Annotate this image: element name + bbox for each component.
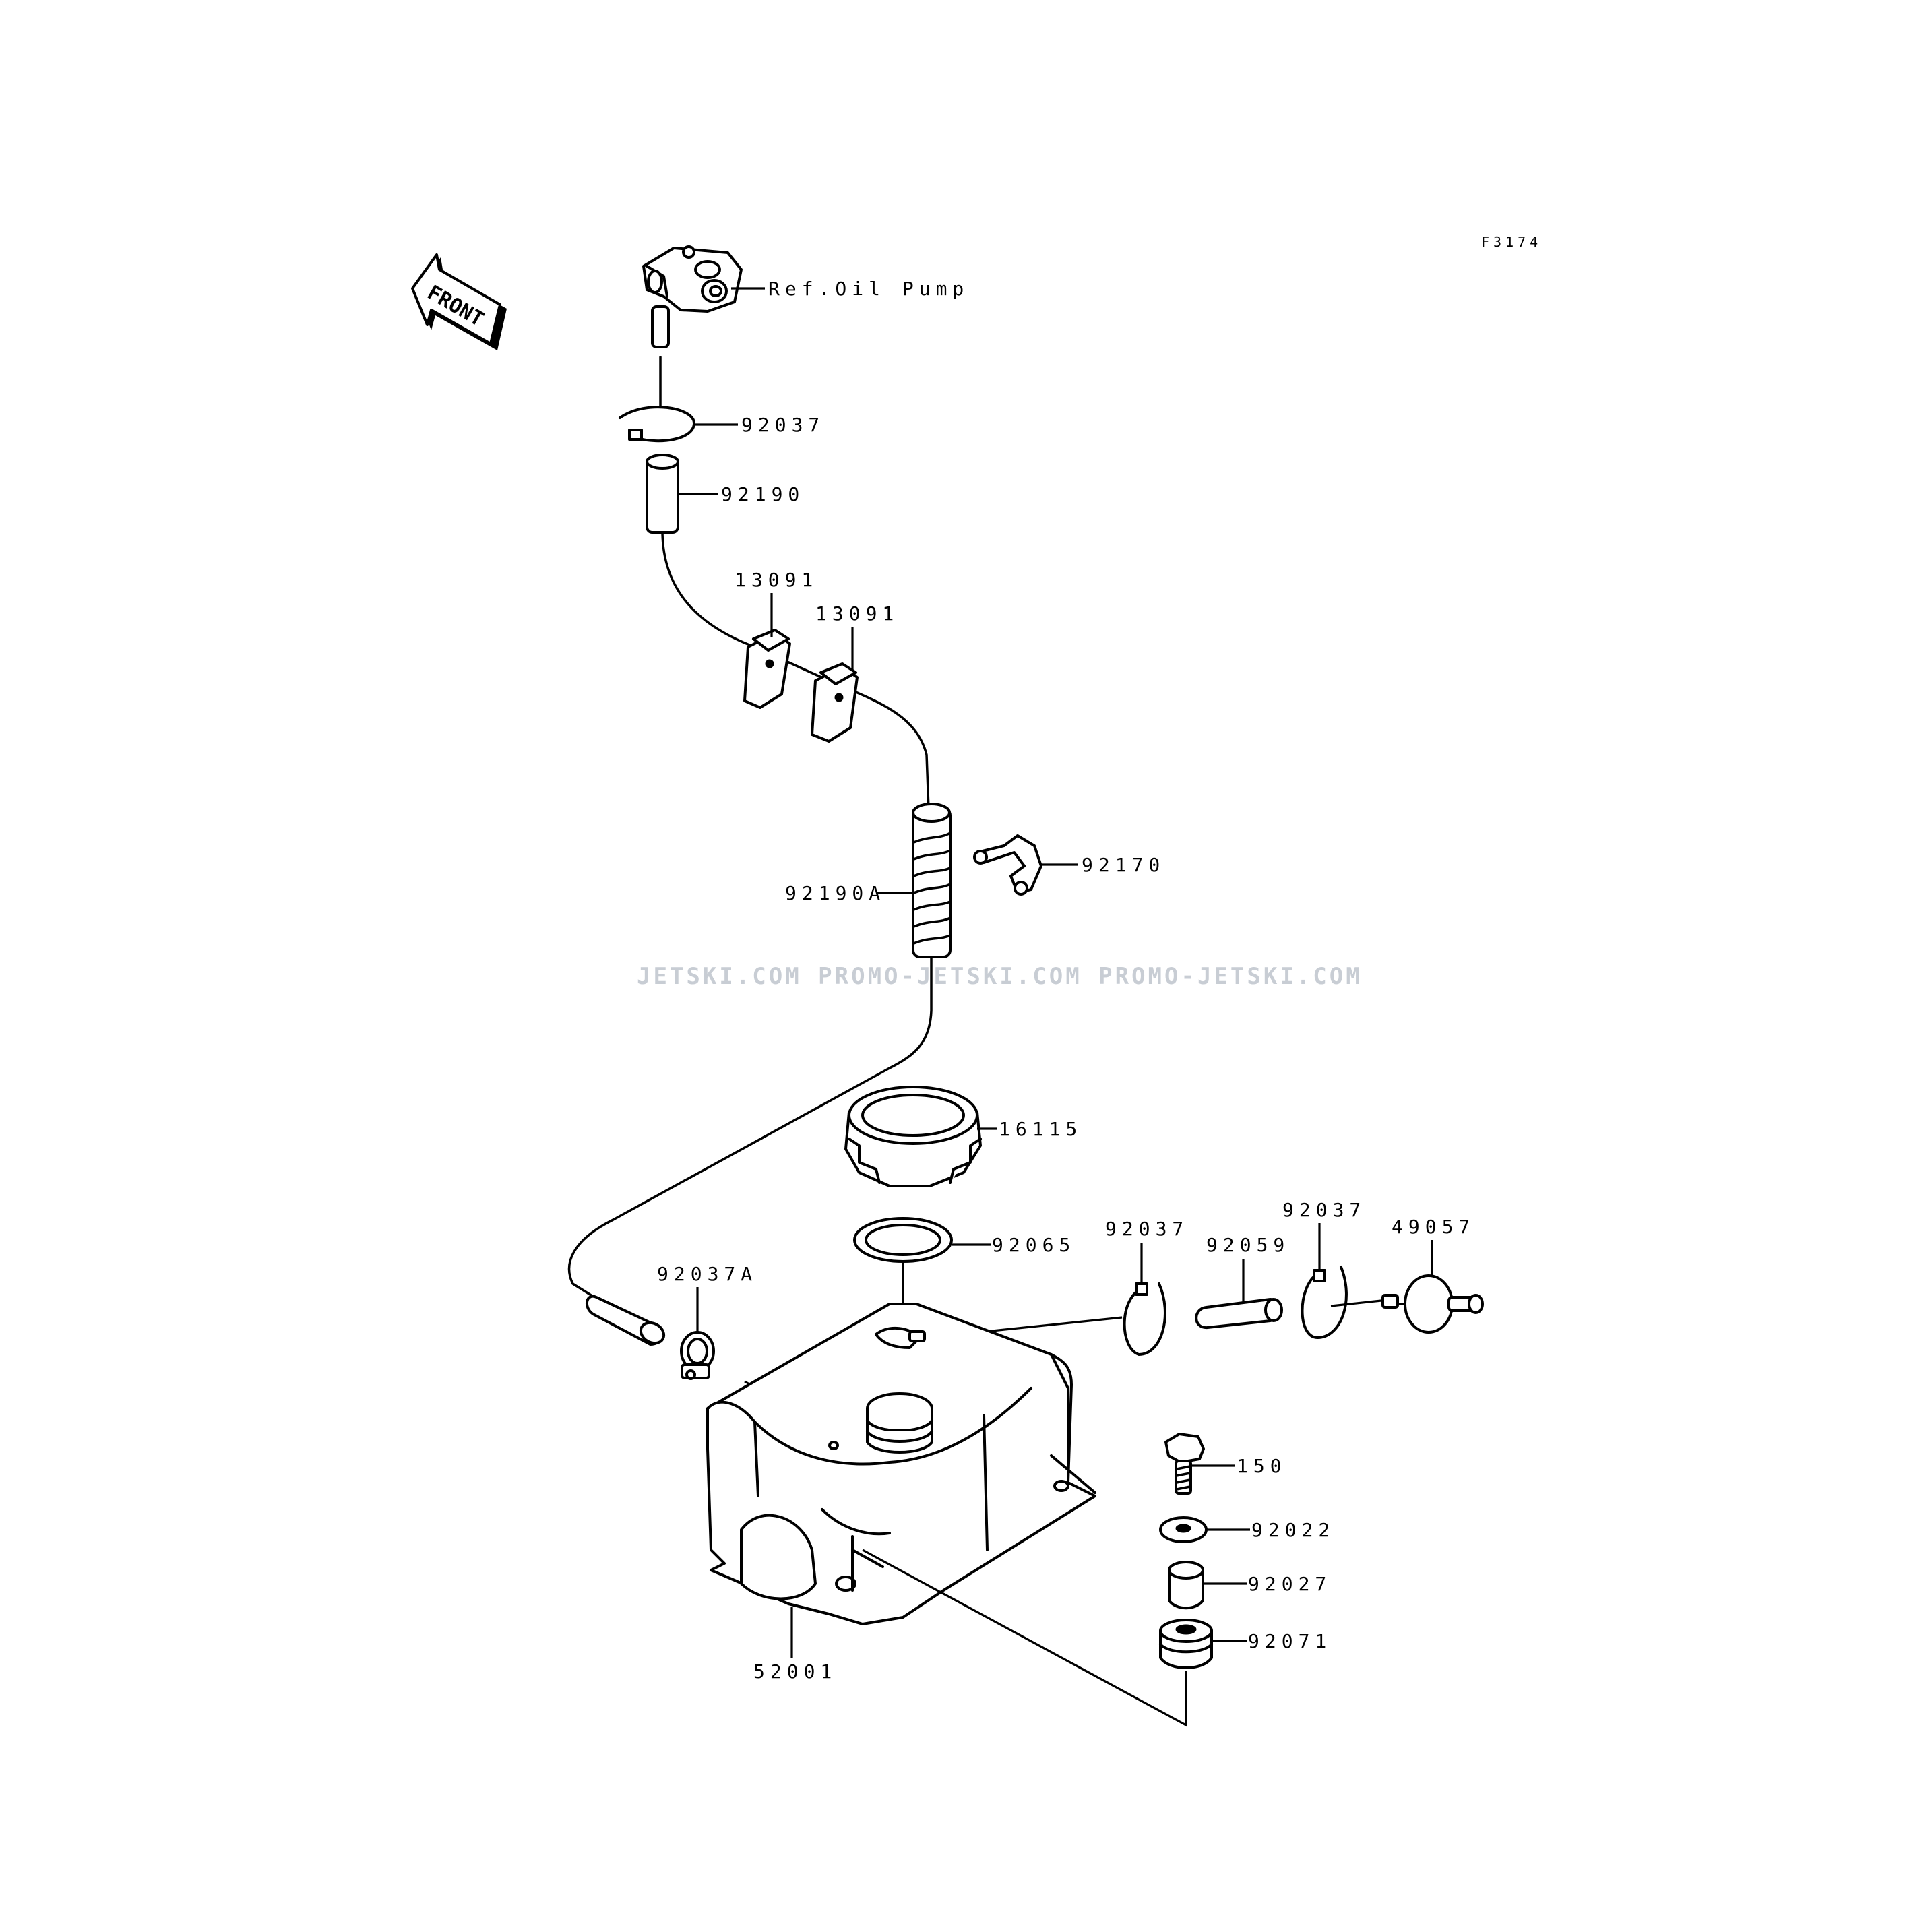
part-label-13091-a: 13091 bbox=[735, 569, 818, 591]
clamp-92037A bbox=[680, 1287, 715, 1380]
part-label-13091-b: 13091 bbox=[815, 602, 899, 625]
cap-16115 bbox=[844, 1086, 997, 1187]
hose-92190A bbox=[876, 803, 952, 958]
gasket-92065 bbox=[853, 1217, 991, 1263]
hose-short-left bbox=[586, 1295, 666, 1346]
washer-92022 bbox=[1159, 1516, 1250, 1543]
part-label-92059: 92059 bbox=[1206, 1234, 1290, 1256]
front-arrow-icon: FRONT bbox=[411, 253, 507, 350]
part-label-49057: 49057 bbox=[1392, 1216, 1475, 1238]
ref-oil-pump-label: Ref.Oil Pump bbox=[768, 278, 969, 300]
part-label-92071: 92071 bbox=[1248, 1630, 1332, 1652]
collar-92027 bbox=[1168, 1561, 1247, 1610]
part-label-92037-right: 92037 bbox=[1282, 1199, 1366, 1221]
clip-13091-b bbox=[811, 627, 859, 743]
oil-pump-icon bbox=[642, 245, 765, 348]
part-label-92027: 92027 bbox=[1248, 1573, 1332, 1595]
clamp-92037-right bbox=[1301, 1223, 1348, 1339]
part-label-52001: 52001 bbox=[753, 1660, 837, 1683]
part-label-92037-top: 92037 bbox=[741, 414, 825, 436]
part-label-92037A: 92037A bbox=[657, 1263, 757, 1285]
bolt-150 bbox=[1164, 1433, 1235, 1495]
part-label-92170: 92170 bbox=[1082, 854, 1165, 876]
part-label-92065: 92065 bbox=[992, 1234, 1076, 1256]
part-label-16115: 16115 bbox=[999, 1118, 1082, 1140]
part-label-150: 150 bbox=[1237, 1455, 1287, 1477]
watermark-text: JETSKI.COM PROMO-JETSKI.COM PROMO-JETSKI… bbox=[637, 963, 1363, 990]
clamp-92037-top bbox=[619, 406, 738, 443]
part-label-92037-mid: 92037 bbox=[1105, 1218, 1189, 1240]
clamp-92037-mid bbox=[1123, 1243, 1166, 1356]
oil-tank-52001 bbox=[706, 1303, 1096, 1658]
hose-92059 bbox=[1195, 1259, 1283, 1330]
clip-13091-a bbox=[743, 593, 791, 709]
part-label-92022: 92022 bbox=[1251, 1519, 1335, 1541]
grommet-92071 bbox=[1159, 1619, 1247, 1669]
clamp-92170 bbox=[973, 834, 1078, 896]
diagram-code: F3174 bbox=[1481, 234, 1542, 250]
part-label-92190: 92190 bbox=[721, 483, 805, 505]
filter-49057 bbox=[1381, 1240, 1484, 1334]
hose-92190 bbox=[646, 454, 718, 534]
part-label-92190A: 92190A bbox=[785, 882, 885, 904]
